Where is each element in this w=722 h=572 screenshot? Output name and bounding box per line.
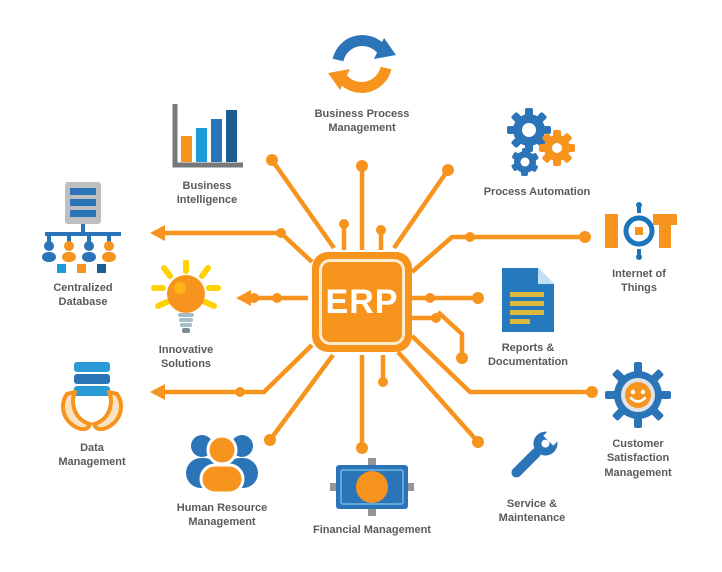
module-centralized-database: Centralized Database: [23, 182, 143, 310]
module-financial-management: Financial Management: [287, 458, 457, 537]
label-line: Data: [80, 442, 104, 454]
document-icon: [502, 268, 554, 332]
label-line: Maintenance: [498, 512, 566, 525]
erp-chip: ERP: [312, 252, 412, 352]
money-icon: [330, 458, 414, 516]
module-business-process: Business Process Management: [287, 28, 437, 136]
module-reports-documentation: Reports & Documentation: [463, 266, 593, 370]
erp-chip-label: ERP: [325, 282, 399, 321]
hands-document-icon: [60, 362, 124, 432]
label-line: Business Process: [314, 108, 410, 120]
team-icon: [186, 434, 258, 494]
label-line: Internet of: [612, 268, 666, 280]
module-label: Data Management: [58, 441, 125, 470]
module-label: Customer Satisfaction Management: [604, 437, 671, 480]
label-line: Process Automation: [483, 186, 591, 198]
label-line: Intelligence: [176, 194, 238, 207]
label-line: Centralized: [53, 282, 113, 294]
label-line: Reports &: [501, 342, 555, 354]
module-innovative-solutions: Innovative Solutions: [121, 260, 251, 372]
label-line: Documentation: [487, 356, 569, 369]
label-line: Management: [328, 122, 396, 135]
module-label: Business Intelligence: [177, 179, 238, 208]
module-label: Centralized Database: [53, 281, 112, 310]
module-label: Process Automation: [484, 185, 591, 199]
module-data-management: Data Management: [27, 360, 157, 470]
module-business-intelligence: Business Intelligence: [137, 104, 277, 208]
server-network-icon: [42, 182, 121, 273]
module-service-maintenance: Service & Maintenance: [462, 424, 602, 526]
label-line: Solutions: [160, 358, 212, 371]
wrench-icon: [511, 425, 564, 478]
module-customer-satisfaction: Customer Satisfaction Management: [573, 360, 703, 480]
label-line: Human Resource: [176, 502, 268, 514]
label-line: Database: [58, 296, 108, 309]
label-line: Financial Management: [313, 524, 431, 536]
label-line: Management: [58, 456, 126, 469]
module-label: Internet of Things: [612, 267, 666, 296]
module-human-resource: Human Resource Management: [147, 430, 297, 530]
module-label: Human Resource Management: [177, 501, 267, 530]
module-process-automation: Process Automation: [452, 104, 622, 199]
label-line: Service &: [506, 498, 558, 510]
label-line: Management: [188, 516, 256, 529]
label-line: Satisfaction: [606, 452, 670, 465]
module-label: Reports & Documentation: [488, 341, 568, 370]
erp-chip-border: [319, 259, 405, 345]
label-line: Management: [604, 466, 672, 479]
lightbulb-icon: [151, 260, 221, 333]
module-internet-of-things: Internet of Things: [574, 202, 704, 296]
module-label: Business Process Management: [315, 107, 410, 136]
bar-chart-icon: [172, 104, 243, 168]
module-label: Innovative Solutions: [159, 343, 213, 372]
label-line: Things: [620, 282, 658, 295]
label-line: Business: [182, 180, 232, 192]
iot-icon: [605, 202, 677, 260]
sync-icon: [328, 35, 396, 93]
module-label: Service & Maintenance: [499, 497, 566, 526]
label-line: Innovative: [158, 344, 214, 356]
module-label: Financial Management: [313, 523, 431, 537]
gear-smiley-icon: [605, 362, 671, 428]
label-line: Customer: [612, 438, 664, 450]
gears-icon: [507, 108, 575, 176]
